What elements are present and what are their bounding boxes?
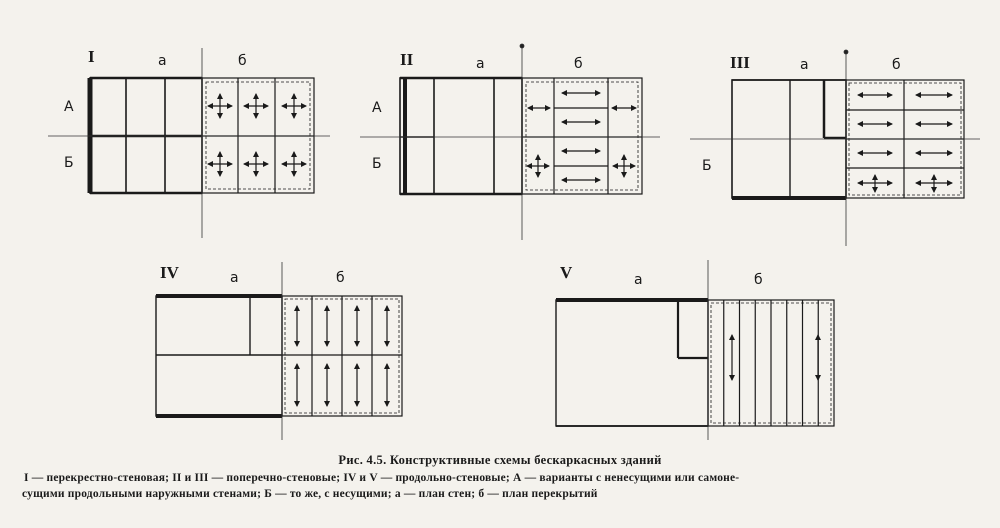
figure-caption-line-2: сущими продольными наружными стенами; Б …: [22, 488, 598, 500]
scheme-3-axes: [690, 49, 980, 246]
scheme-1-floor-plan: [201, 77, 315, 194]
scheme-4-span-arrows: [294, 305, 390, 407]
scheme-5-numeral: V: [560, 263, 573, 282]
scheme-1: I а б А Б: [48, 47, 330, 238]
scheme-5-span-arrows: [729, 334, 821, 381]
scheme-4-floor-plan: [281, 295, 403, 417]
scheme-3: III а б Б: [690, 49, 980, 246]
scheme-4: IV а б: [155, 262, 403, 440]
scheme-2-row-a: А: [372, 100, 382, 116]
scheme-2-label-a: а: [476, 56, 485, 72]
scheme-2-wall-plan: [399, 76, 523, 196]
scheme-2-span-arrows: [526, 90, 637, 183]
scheme-5-label-b: б: [754, 272, 763, 288]
scheme-3-label-a: а: [800, 57, 809, 73]
scheme-5-floor-plan: [707, 299, 835, 427]
scheme-2: II а б А Б: [360, 43, 660, 240]
scheme-5: V а б: [555, 260, 835, 440]
scheme-1-span-arrows: [207, 93, 307, 177]
scheme-4-label-a: а: [230, 270, 239, 286]
figure-caption-line-1: I — перекрестно-стеновая; II и III — поп…: [24, 472, 740, 484]
scheme-1-axes: [48, 48, 330, 238]
scheme-3-numeral: III: [730, 53, 750, 72]
figure-caption-title: Рис. 4.5. Конструктивные схемы бескаркас…: [338, 453, 662, 467]
scheme-1-wall-plan: [87, 76, 203, 195]
scheme-4-numeral: IV: [160, 263, 180, 282]
scheme-3-label-b: б: [892, 57, 901, 73]
scheme-5-wall-plan: [555, 298, 709, 427]
scheme-1-row-b: Б: [64, 155, 74, 171]
scheme-1-row-a: А: [64, 99, 74, 115]
scheme-2-numeral: II: [400, 50, 414, 69]
scheme-2-axes: [360, 43, 660, 240]
scheme-4-label-b: б: [336, 270, 345, 286]
scheme-4-wall-plan: [155, 294, 283, 418]
scheme-1-label-a: а: [158, 53, 167, 69]
scheme-1-numeral: I: [88, 47, 95, 66]
scheme-1-label-b: б: [238, 53, 247, 69]
scheme-2-label-b: б: [574, 56, 583, 72]
scheme-2-row-b: Б: [372, 156, 382, 172]
scheme-3-span-arrows: [857, 92, 953, 193]
scheme-3-row-b: Б: [702, 158, 712, 174]
scheme-5-label-a: а: [634, 272, 643, 288]
